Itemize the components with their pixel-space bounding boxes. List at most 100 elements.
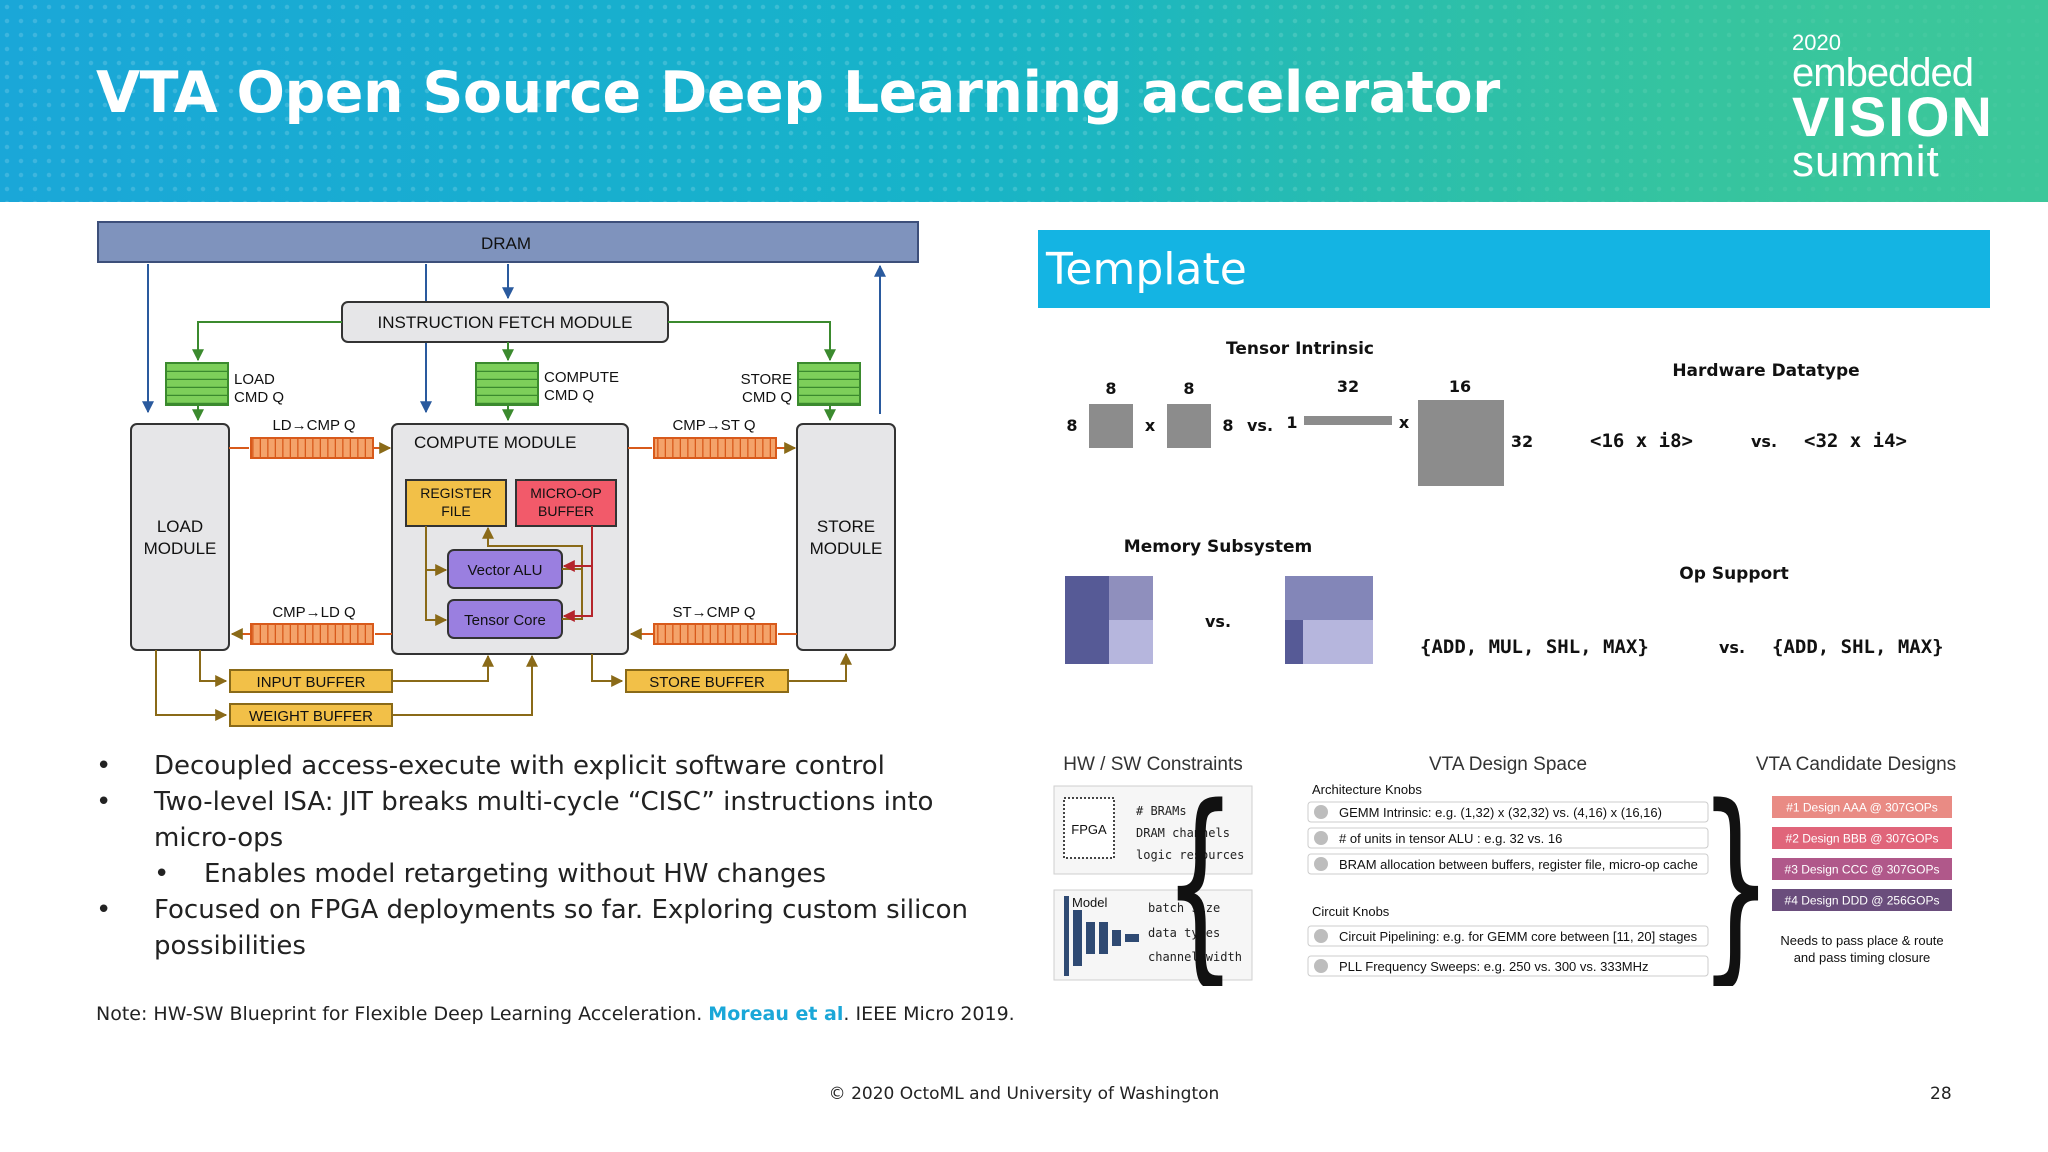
tensor-a-left: 8 [1066, 416, 1077, 435]
load-to-weight-buffer [155, 650, 228, 721]
register-file [405, 479, 507, 527]
load-cmd-label-1: LOAD [234, 371, 275, 388]
arch-knob-row: BRAM allocation between buffers, registe… [1307, 853, 1709, 875]
fetch-to-load-cmd [192, 321, 342, 362]
tensor-d-square [1418, 400, 1504, 486]
template-figure: Tensor Intrinsic 8 8 8 x 8 vs. 32 1 x 16… [1065, 339, 1944, 664]
bullet-item-sub: •Enables model retargeting without HW ch… [154, 859, 826, 889]
bullet-item: •Decoupled access-execute with explicit … [96, 751, 885, 781]
note-prefix: Note: HW-SW Blueprint for Flexible Deep … [96, 1003, 703, 1025]
uop-to-tensor-wire [562, 566, 593, 622]
candidate-design-label: #4 Design DDD @ 256GOPs [1785, 894, 1940, 908]
circuit-knob-row: PLL Frequency Sweeps: e.g. 250 vs. 300 v… [1307, 955, 1709, 977]
tensor-c-left: 1 [1286, 413, 1297, 432]
model-network-icon [1064, 896, 1139, 976]
logo-line-2: VISION [1792, 85, 1994, 148]
logo-year: 2020 [1792, 30, 1841, 55]
circuit-knob-text: Circuit Pipelining: e.g. for GEMM core b… [1339, 929, 1698, 944]
right-brace-icon: } [1699, 761, 1772, 986]
micro-op-label-1: MICRO-OP [530, 485, 602, 501]
store-module-label-1: STORE [817, 517, 875, 536]
compute-cmd-label-1: COMPUTE [544, 369, 619, 386]
bullet-text: Two-level ISA: JIT breaks multi-cycle “C… [154, 787, 934, 853]
candidate-design-bar [1772, 858, 1952, 880]
candidate-design-bar [1772, 827, 1952, 849]
page-number: 28 [1930, 1084, 1952, 1104]
hw-datatype-left: <16 x i8> [1590, 430, 1693, 452]
weight-buffer-to-compute [392, 654, 538, 716]
knob-dial-icon [1314, 831, 1328, 845]
tensor-times-1: x [1145, 416, 1156, 435]
candidate-design-label: #3 Design CCC @ 307GOPs [1785, 863, 1940, 877]
memory-vs: vs. [1205, 612, 1231, 631]
arch-knob-row: # of units in tensor ALU : e.g. 32 vs. 1… [1307, 827, 1709, 849]
summit-logo: 2020 embedded VISION summit [1792, 30, 2002, 186]
template-banner [1038, 230, 1990, 308]
model-item: batch size [1148, 901, 1220, 915]
cmp-st-label: CMP→ST Q [672, 417, 755, 434]
tensor-c-bar [1304, 416, 1392, 425]
bullet-continuation: possibilities [96, 928, 1016, 964]
store-cmd-label-1: STORE [741, 371, 792, 388]
bullet-text: possibilities [154, 931, 306, 961]
fetch-label: INSTRUCTION FETCH MODULE [378, 313, 633, 332]
op-support-right: {ADD, SHL, MAX} [1772, 636, 1944, 658]
hw-datatype-title: Hardware Datatype [1672, 361, 1859, 381]
tensor-b-top: 8 [1183, 379, 1194, 398]
circuit-knob-row: Circuit Pipelining: e.g. for GEMM core b… [1307, 925, 1709, 947]
vta-architecture-diagram: DRAM INSTRUCTION FETCH MODULE LOAD CMD Q… [97, 221, 919, 727]
bullet-item: •Two-level ISA: JIT breaks multi-cycle “… [96, 787, 934, 853]
store-cmd-queue [797, 362, 861, 406]
note-suffix: . IEEE Micro 2019. [843, 1003, 1015, 1025]
hw-datatype-right: <32 x i4> [1804, 430, 1907, 452]
dram-label: DRAM [481, 234, 531, 253]
candidate-design-label: #1 Design AAA @ 307GOPs [1786, 801, 1938, 815]
header-gradient [0, 0, 2048, 202]
cmp-st-queue [653, 437, 777, 459]
circuit-knob-text: PLL Frequency Sweeps: e.g. 250 vs. 300 v… [1339, 959, 1649, 974]
st-cmp-label: ST→CMP Q [672, 604, 755, 621]
knob-dial-icon [1314, 857, 1328, 871]
store-module [796, 423, 896, 651]
op-support-vs: vs. [1719, 638, 1745, 657]
memory-config-a [1065, 576, 1153, 664]
compute-module-label: COMPUTE MODULE [414, 433, 576, 452]
input-buffer-to-compute [392, 654, 494, 682]
candidates-title: VTA Candidate Designs [1756, 754, 1956, 775]
model-label: Model [1072, 895, 1108, 910]
dram-bar [97, 221, 919, 263]
arch-knobs-title: Architecture Knobs [1312, 782, 1422, 797]
header-banner [0, 0, 2048, 202]
tensor-a-square [1089, 404, 1133, 448]
input-buffer-label: INPUT BUFFER [257, 674, 366, 691]
slide-title: VTA Open Source Deep Learning accelerato… [96, 60, 1500, 126]
candidates-note-2: and pass timing closure [1794, 950, 1931, 965]
hw-sw-title: HW / SW Constraints [1063, 754, 1242, 775]
arch-knob-row: GEMM Intrinsic: e.g. (1,32) x (32,32) vs… [1307, 801, 1709, 823]
citation-link[interactable]: Moreau et al [708, 1003, 844, 1025]
fpga-item: logic resources [1136, 848, 1244, 862]
weight-buffer-label: WEIGHT BUFFER [249, 708, 373, 725]
bullet-text: Enables model retargeting without HW cha… [204, 859, 826, 889]
template-title: Template [1046, 244, 1247, 295]
logo-line-3: summit [1792, 137, 1940, 186]
knob-dial-icon [1314, 929, 1328, 943]
tensor-times-2: x [1399, 413, 1410, 432]
knob-dial-icon [1314, 805, 1328, 819]
circuit-knobs-title: Circuit Knobs [1312, 904, 1390, 919]
arch-knob-text: GEMM Intrinsic: e.g. (1,32) x (32,32) vs… [1339, 805, 1662, 820]
bullet-list: •Decoupled access-execute with explicit … [96, 748, 1016, 964]
tensor-b-right: 8 [1222, 416, 1233, 435]
candidates-note-1: Needs to pass place & route [1780, 933, 1943, 948]
candidate-design-bar [1772, 889, 1952, 911]
tensor-d-right: 32 [1511, 432, 1533, 451]
tensor-core-label: Tensor Core [464, 612, 546, 629]
memory-subsystem-title: Memory Subsystem [1124, 537, 1312, 557]
bullet-text: Focused on FPGA deployments so far. Expl… [154, 895, 968, 925]
footer-copyright: © 2020 OctoML and University of Washingt… [828, 1084, 1220, 1104]
micro-op-buffer [515, 479, 617, 527]
bullet-text: Decoupled access-execute with explicit s… [154, 751, 885, 781]
compute-cmd-label-2: CMD Q [544, 387, 594, 404]
tensor-intrinsic-title: Tensor Intrinsic [1226, 339, 1374, 359]
tensor-d-top: 16 [1449, 377, 1471, 396]
